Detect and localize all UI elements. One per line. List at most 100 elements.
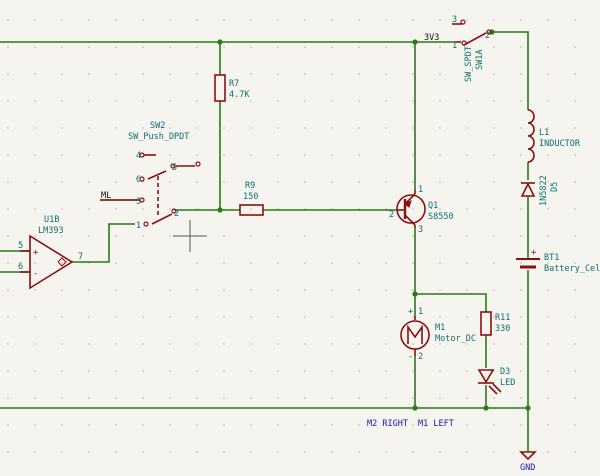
grid-dot <box>223 181 225 183</box>
grid-dot <box>61 235 63 237</box>
grid-dot <box>223 127 225 129</box>
grid-dot <box>88 100 90 102</box>
gnd-symbol[interactable] <box>519 451 537 461</box>
r7-ref: R7 <box>229 79 239 89</box>
d3-symbol[interactable] <box>477 369 502 395</box>
grid-dot <box>574 451 576 453</box>
grid-dot <box>7 343 9 345</box>
q1-symbol[interactable] <box>396 190 426 228</box>
grid-dot <box>250 316 252 318</box>
sw2-symbol[interactable] <box>100 154 195 225</box>
grid-dot <box>493 370 495 372</box>
grid-dot <box>7 262 9 264</box>
grid-dot <box>115 316 117 318</box>
grid-dot <box>574 262 576 264</box>
grid-dot <box>493 73 495 75</box>
grid-dot <box>412 262 414 264</box>
grid-dot <box>115 451 117 453</box>
m1-value: Motor_DC <box>435 334 476 344</box>
grid-dot <box>439 289 441 291</box>
grid-dot <box>331 235 333 237</box>
grid-dot <box>61 289 63 291</box>
wire-opamp-out[interactable] <box>72 223 135 263</box>
grid-dot <box>520 370 522 372</box>
u1b-symbol[interactable] <box>20 234 74 290</box>
grid-dot <box>547 370 549 372</box>
grid-dot <box>61 397 63 399</box>
grid-dot <box>520 208 522 210</box>
grid-dot <box>34 154 36 156</box>
d5-symbol[interactable] <box>520 182 536 197</box>
grid-dot <box>115 73 117 75</box>
grid-dot <box>574 370 576 372</box>
grid-dot <box>574 208 576 210</box>
bt1-value: Battery_Cell <box>544 264 600 274</box>
grid-dot <box>88 46 90 48</box>
grid-dot <box>520 73 522 75</box>
grid-dot <box>7 181 9 183</box>
grid-dot <box>304 100 306 102</box>
grid-dot <box>493 181 495 183</box>
grid-dot <box>493 262 495 264</box>
q1-pin-2: 2 <box>389 210 394 220</box>
grid-dot <box>34 343 36 345</box>
grid-dot <box>547 451 549 453</box>
r11-body[interactable] <box>480 311 492 336</box>
grid-dot <box>412 397 414 399</box>
grid-dot <box>358 262 360 264</box>
grid-dot <box>61 262 63 264</box>
sw1a-pin-2: 2 <box>485 31 490 41</box>
sw1a-value: SW_SPDT <box>464 46 474 82</box>
grid-dot <box>250 343 252 345</box>
grid-dot <box>412 19 414 21</box>
grid-dot <box>385 154 387 156</box>
grid-dot <box>61 46 63 48</box>
grid-dot <box>358 397 360 399</box>
grid-dot <box>520 289 522 291</box>
grid-dot <box>412 127 414 129</box>
r9-body[interactable] <box>239 204 264 216</box>
junctions <box>217 29 531 411</box>
bt1-symbol[interactable] <box>516 258 540 269</box>
grid-dot <box>115 46 117 48</box>
grid-dot <box>196 19 198 21</box>
grid-dot <box>169 235 171 237</box>
grid-dot <box>574 154 576 156</box>
grid-dot <box>196 289 198 291</box>
grid-dot <box>520 46 522 48</box>
grid-dot <box>547 397 549 399</box>
grid-dot <box>331 46 333 48</box>
grid-dot <box>34 370 36 372</box>
grid-dot <box>250 19 252 21</box>
grid-dot <box>466 127 468 129</box>
grid-dot <box>196 100 198 102</box>
grid-dot <box>277 127 279 129</box>
grid-dot <box>250 127 252 129</box>
grid-dot <box>223 235 225 237</box>
r7-body[interactable] <box>214 74 226 102</box>
grid-dot <box>493 127 495 129</box>
grid-dot <box>34 316 36 318</box>
sw1a-symbol[interactable] <box>452 19 492 46</box>
grid-dot <box>520 235 522 237</box>
grid-dot <box>34 262 36 264</box>
grid-dot <box>439 100 441 102</box>
grid-dot <box>277 370 279 372</box>
wire-sw1-to-inductor[interactable] <box>492 31 529 110</box>
grid-dot <box>169 208 171 210</box>
d3-value: LED <box>500 378 515 388</box>
grid-dot <box>304 46 306 48</box>
m1-symbol[interactable] <box>400 316 430 356</box>
grid-dot <box>115 370 117 372</box>
junction-bottom-battery <box>525 405 531 411</box>
grid-dot <box>385 316 387 318</box>
d5-ref: D5 <box>550 182 560 192</box>
grid-dot <box>223 451 225 453</box>
l1-symbol[interactable] <box>527 109 535 163</box>
grid-dot <box>169 343 171 345</box>
grid-dot <box>412 100 414 102</box>
grid-dot <box>250 397 252 399</box>
wire-led-branch[interactable] <box>415 293 487 312</box>
